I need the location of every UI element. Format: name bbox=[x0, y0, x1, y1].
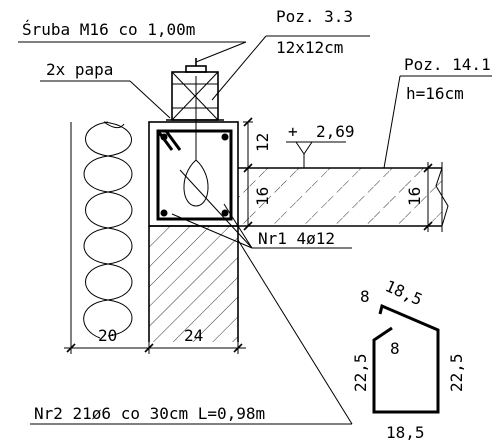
dim-insulation-width: 20 bbox=[98, 326, 117, 345]
stirrup-hook-inner: 8 bbox=[390, 339, 400, 358]
floor-slab bbox=[238, 162, 449, 232]
slab-height-label: h=16cm bbox=[406, 84, 464, 103]
dimension-lines bbox=[64, 117, 433, 354]
pos-33-label: Poz. 3.3 bbox=[276, 7, 353, 26]
beam-size-label: 12x12cm bbox=[276, 38, 343, 57]
papa-label: 2x papa bbox=[46, 60, 113, 79]
dimension-texts: 12 16 16 20 24 bbox=[98, 133, 424, 345]
dim-ring-right: 16 bbox=[405, 187, 424, 206]
stirrup-hook-top: 8 bbox=[360, 287, 370, 306]
stirrup-nr2-label: Nr2 21ø6 co 30cm L=0,98m bbox=[34, 404, 265, 423]
elevation-sign: + bbox=[288, 122, 298, 141]
bolt-label: Śruba M16 co 1,00m bbox=[22, 20, 195, 39]
masonry-wall bbox=[148, 225, 239, 342]
stirrup-bottom: 18,5 bbox=[386, 423, 425, 442]
text-labels: Śruba M16 co 1,00m Poz. 3.3 12x12cm Poz.… bbox=[22, 7, 491, 423]
timber-plate bbox=[166, 58, 224, 123]
dim-beam-height: 12 bbox=[253, 133, 272, 152]
pos-141-label: Poz. 14.1 bbox=[404, 55, 491, 74]
leader-lines bbox=[18, 35, 492, 425]
elevation-value: 2,69 bbox=[316, 122, 355, 141]
insulation-layer bbox=[70, 121, 133, 342]
dim-ring-left: 16 bbox=[253, 187, 272, 206]
dim-wall-width: 24 bbox=[184, 326, 203, 345]
stirrup-dimension-texts: 8 18,5 8 22,5 22,5 18,5 bbox=[351, 276, 466, 442]
stirrup-top-slant: 18,5 bbox=[382, 276, 425, 309]
ring-beam bbox=[148, 76, 239, 227]
rebar-nr1-label: Nr1 4ø12 bbox=[258, 229, 335, 248]
stirrup-left-side: 22,5 bbox=[351, 353, 370, 392]
stirrup-right-side: 22,5 bbox=[447, 353, 466, 392]
stirrup-shape bbox=[372, 303, 440, 414]
